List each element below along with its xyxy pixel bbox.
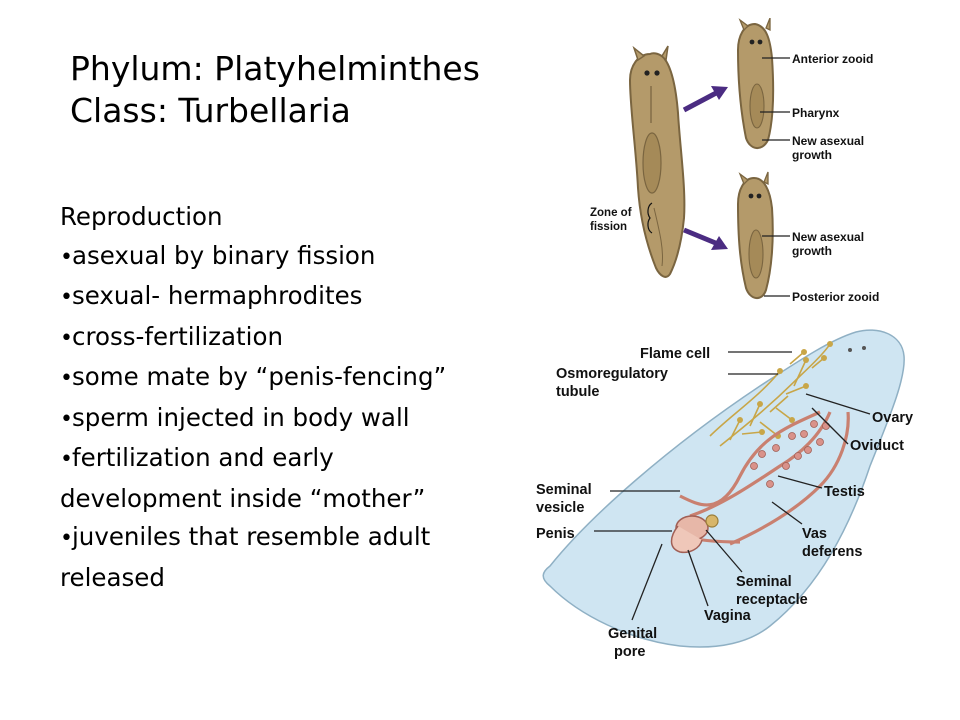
label-flame-cell: Flame cell: [640, 346, 710, 362]
label-line: tubule: [556, 384, 600, 400]
label-pharynx: Pharynx: [792, 106, 840, 120]
title-phylum: Phylum: Platyhelminthes: [70, 49, 480, 88]
bullet-fertilization-continued: development inside “mother”: [60, 483, 426, 513]
bullet-juveniles: juveniles that resemble adult: [60, 518, 530, 559]
bullet-sperm-injected: sperm injected in body wall: [60, 399, 530, 440]
bullet-text: some mate by “penis-fencing”: [72, 362, 447, 391]
fission-arrow-up: [682, 86, 728, 113]
anterior-zooid: [736, 18, 775, 149]
label-line: New asexual: [792, 230, 864, 244]
label-line: Seminal: [736, 574, 792, 590]
label-penis: Penis: [536, 526, 575, 542]
slide-title: Phylum: Platyhelminthes Class: Turbellar…: [70, 48, 480, 132]
bullet-text: juveniles that resemble adult: [72, 522, 431, 551]
label-osmoregulatory-tubule: Osmoregulatory tubule: [556, 366, 672, 400]
testes: [750, 420, 830, 488]
label-vas-deferens: Vas deferens: [802, 526, 862, 560]
bullet-penis-fencing: some mate by “penis-fencing”: [60, 358, 530, 399]
bullet-sexual: sexual- hermaphrodites: [60, 277, 530, 318]
seminal-receptacle-organ: [705, 514, 719, 528]
label-genital-pore: Genital pore: [608, 626, 661, 660]
label-line: Osmoregulatory: [556, 366, 668, 382]
label-testis: Testis: [824, 484, 865, 500]
label-line: growth: [792, 148, 832, 162]
title-class: Class: Turbellaria: [70, 91, 351, 130]
label-line: Vas: [802, 526, 827, 542]
anatomy-figure: Flame cell Osmoregulatory tubule Ovary O…: [530, 316, 932, 670]
bullet-text: sperm injected in body wall: [72, 402, 410, 432]
label-posterior-zooid: Posterior zooid: [792, 290, 879, 304]
label-line: pore: [614, 644, 645, 660]
bullet-text: sexual- hermaphrodites: [72, 281, 363, 310]
label-seminal-receptacle: Seminal receptacle: [736, 574, 808, 608]
bullet-text: fertilization and early: [72, 443, 334, 472]
label-line: deferens: [802, 544, 862, 560]
label-oviduct: Oviduct: [850, 438, 904, 454]
posterior-zooid: [736, 171, 774, 299]
parent-worm: [628, 45, 686, 278]
label-vagina: Vagina: [704, 608, 752, 624]
label-line: Genital: [608, 626, 657, 642]
label-seminal-vesicle: Seminal vesicle: [536, 482, 596, 516]
bullet-text: asexual by binary fission: [72, 240, 376, 270]
reproduction-heading: Reproduction: [60, 202, 223, 231]
zone-of-fission-line2: fission: [590, 221, 627, 233]
bullet-fertilization: fertilization and early: [60, 439, 530, 480]
zone-of-fission-line1: Zone of: [590, 207, 632, 219]
reproduction-text: Reproduction asexual by binary fission s…: [60, 198, 530, 597]
label-line: vesicle: [536, 500, 584, 516]
bullet-asexual: asexual by binary fission: [60, 237, 530, 278]
fission-arrow-down: [683, 227, 728, 250]
label-line: growth: [792, 244, 832, 258]
osmoregulatory-network: [709, 343, 831, 447]
bullet-cross-fertilization: cross-fertilization: [60, 318, 530, 359]
label-line: receptacle: [736, 592, 808, 608]
bullet-text: cross-fertilization: [72, 321, 283, 351]
label-new-asexual-growth-top: New asexual growth: [792, 134, 867, 162]
flame-cells: [737, 341, 833, 439]
label-anterior-zooid: Anterior zooid: [792, 52, 873, 66]
label-line: New asexual: [792, 134, 864, 148]
bullet-juveniles-continued: released: [60, 562, 165, 592]
label-new-asexual-growth-bottom: New asexual growth: [792, 230, 867, 258]
label-line: Seminal: [536, 482, 592, 498]
zone-of-fission-label: Zone of fission: [590, 207, 635, 233]
reproductive-ducts: [679, 410, 850, 546]
label-ovary: Ovary: [872, 410, 913, 426]
fission-figure: Zone of fission Anterior zooid Pharynx N…: [590, 18, 879, 304]
